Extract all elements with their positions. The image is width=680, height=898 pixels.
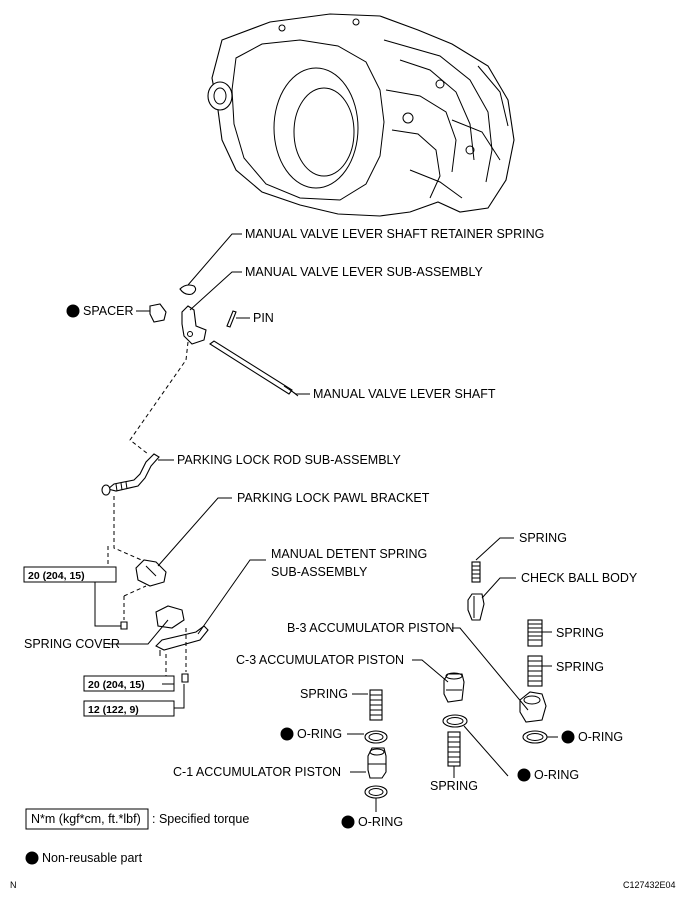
spring-c3-part — [447, 731, 461, 767]
c3-piston-label: C-3 ACCUMULATOR PISTON — [236, 653, 404, 667]
o-ring-c3-label: O-RING — [534, 768, 579, 782]
legend-torque-box — [25, 808, 149, 830]
lever-shaft-part — [209, 340, 299, 397]
retainer-spring-part — [179, 284, 197, 295]
lever-shaft-label: MANUAL VALVE LEVER SHAFT — [313, 387, 496, 401]
bracket-bolt-2 — [120, 621, 128, 630]
spring-c3-label: SPRING — [430, 779, 478, 793]
o-ring-c1-upper-label: O-RING — [297, 727, 342, 741]
detent-bolt-2 — [181, 673, 189, 683]
pin-label: PIN — [253, 311, 274, 325]
non-reusable-marker-oring-c1-upper — [280, 727, 294, 741]
spacer-part — [149, 303, 167, 323]
spring-top-label: SPRING — [519, 531, 567, 545]
o-ring-c1-upper-part — [364, 730, 388, 744]
legend-torque-unit: N*m (kgf*cm, ft.*lbf) — [31, 812, 141, 826]
retainer-spring-label: MANUAL VALVE LEVER SHAFT RETAINER SPRING — [245, 227, 544, 241]
torque-detent-1-value: 20 (204, 15) — [88, 679, 145, 691]
parking-lock-rod-part — [101, 453, 160, 496]
check-ball-body-part — [467, 593, 485, 621]
pawl-bracket-label: PARKING LOCK PAWL BRACKET — [237, 491, 430, 505]
spring-cover-part — [155, 605, 185, 629]
spring-b3-1-part — [527, 619, 543, 647]
pin-part — [226, 310, 237, 328]
legend-torque-desc: : Specified torque — [152, 812, 249, 826]
o-ring-b3-part — [522, 730, 548, 744]
parking-lock-pawl-bracket-part — [135, 559, 167, 587]
manual-detent-spring-part — [155, 625, 209, 656]
o-ring-c1-lower-part — [364, 785, 388, 799]
figure-code: C127432E04 — [623, 880, 676, 890]
spring-b3-2-label: SPRING — [556, 660, 604, 674]
orientation-mark: N — [10, 880, 17, 890]
non-reusable-marker-oring-b3 — [561, 730, 575, 744]
b3-piston-label: B-3 ACCUMULATOR PISTON — [287, 621, 454, 635]
c1-piston-label: C-1 ACCUMULATOR PISTON — [173, 765, 341, 779]
non-reusable-marker-spacer — [66, 304, 80, 318]
transaxle-case — [207, 13, 515, 217]
c3-accumulator-piston-part — [443, 672, 465, 703]
o-ring-c1-lower-label: O-RING — [358, 815, 403, 829]
torque-box-bracket — [23, 566, 117, 583]
spring-cover-label: SPRING COVER — [24, 637, 120, 651]
check-ball-body-label: CHECK BALL BODY — [521, 571, 638, 585]
c1-accumulator-piston-part — [367, 747, 387, 779]
non-reusable-marker-oring-c3 — [517, 768, 531, 782]
manual-valve-lever-part — [181, 305, 207, 345]
spring-c1-part — [369, 689, 383, 721]
lever-sub-assembly-label: MANUAL VALVE LEVER SUB-ASSEMBLY — [245, 265, 483, 279]
detent-spring-label-2: SUB-ASSEMBLY — [271, 565, 368, 579]
spring-top-part — [471, 561, 481, 583]
torque-bracket-value: 20 (204, 15) — [28, 570, 85, 582]
spring-b3-1-label: SPRING — [556, 626, 604, 640]
parking-lock-rod-label: PARKING LOCK ROD SUB-ASSEMBLY — [177, 453, 402, 467]
legend-non-reusable-label: Non-reusable part — [42, 851, 143, 865]
non-reusable-marker-oring-c1-lower — [341, 815, 355, 829]
spring-b3-2-part — [527, 655, 543, 687]
spring-c1-label: SPRING — [300, 687, 348, 701]
spacer-label: SPACER — [83, 304, 133, 318]
b3-accumulator-piston-part — [519, 691, 547, 723]
o-ring-b3-label: O-RING — [578, 730, 623, 744]
detent-spring-label-1: MANUAL DETENT SPRING — [271, 547, 427, 561]
torque-detent-2-value: 12 (122, 9) — [88, 704, 139, 716]
o-ring-c3-part — [442, 714, 468, 728]
legend-non-reusable-marker — [25, 851, 39, 865]
